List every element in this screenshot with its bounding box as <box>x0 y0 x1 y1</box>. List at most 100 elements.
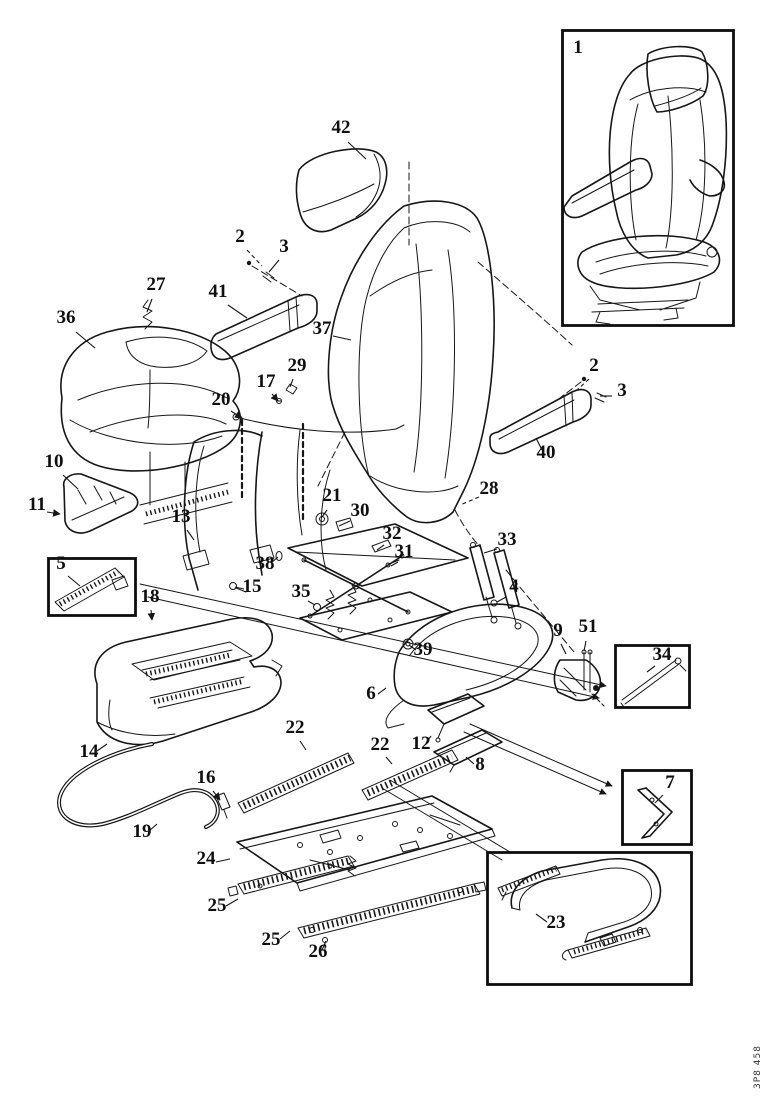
callout-leader-31 <box>390 561 399 567</box>
callout-leader-3 <box>268 259 280 273</box>
callout-number-38: 38 <box>256 553 275 574</box>
callout-leader-2 <box>246 249 263 267</box>
callout-leader-15 <box>234 586 245 590</box>
callout-number-16: 16 <box>197 767 216 788</box>
seat-cushion <box>60 299 242 472</box>
callout-leader-28 <box>459 496 480 506</box>
screw-icon <box>581 376 587 382</box>
callout-number-12: 12 <box>412 733 431 754</box>
construction-line <box>317 261 573 549</box>
bracket <box>335 517 354 532</box>
callout-leader-24 <box>215 858 231 863</box>
callout-leader-40 <box>535 437 543 451</box>
armrest-left <box>210 260 318 361</box>
callout-leader-23 <box>535 913 548 923</box>
callout-number-9: 9 <box>553 620 563 641</box>
callout-leader-19 <box>148 823 158 832</box>
callout-number-25: 25 <box>262 929 281 950</box>
adjuster-base-plate <box>236 795 496 892</box>
callout-number-1: 1 <box>573 37 583 58</box>
callout-leader-38 <box>270 556 279 564</box>
callout-leader-11 <box>46 509 61 517</box>
construction-line <box>240 418 305 522</box>
callout-number-18: 18 <box>141 586 160 607</box>
callout-number-4: 4 <box>509 576 519 597</box>
callout-number-29: 29 <box>288 355 307 376</box>
seat-pan <box>94 617 283 746</box>
callout-leader-8 <box>465 756 475 765</box>
callout-number-41: 41 <box>209 281 228 302</box>
rail-bracket <box>111 575 129 591</box>
bolt-icon <box>594 392 607 403</box>
spacer <box>275 551 283 561</box>
backrest-cushion <box>317 200 573 549</box>
callout-leader-22 <box>385 756 393 765</box>
callout-number-26: 26 <box>309 941 328 962</box>
callout-number-37: 37 <box>313 318 333 339</box>
callout-leader-33 <box>483 548 498 554</box>
cable-end <box>215 792 231 819</box>
inset-rail-detail <box>47 557 137 617</box>
callout-number-19: 19 <box>133 821 152 842</box>
shock-absorbers <box>469 542 575 653</box>
callout-number-3: 3 <box>279 236 289 257</box>
bolt-icon <box>490 599 498 607</box>
inset-support-frame <box>486 851 693 986</box>
callout-number-8: 8 <box>475 754 485 775</box>
bolt-icon <box>229 582 237 590</box>
inset-bracket-detail <box>621 769 693 846</box>
hinge-plates <box>182 544 275 571</box>
bolt-icon <box>262 271 275 283</box>
callout-number-27: 27 <box>147 274 167 295</box>
callout-number-51: 51 <box>579 616 598 637</box>
torsion-rods <box>139 583 607 701</box>
callout-number-42: 42 <box>332 117 351 138</box>
part-code: 3P8 458 <box>753 1045 763 1089</box>
callout-leader-21 <box>321 509 328 518</box>
callout-leader-6 <box>377 687 387 695</box>
callout-leader-16 <box>212 790 221 801</box>
inset-adjuster-rod <box>614 644 691 709</box>
callout-leader-27 <box>146 298 153 313</box>
callout-leader-42 <box>347 141 367 160</box>
callout-number-31: 31 <box>395 541 414 562</box>
callout-leader-36 <box>75 331 96 349</box>
inset-complete-seat <box>561 29 735 327</box>
callout-leader-32 <box>376 544 385 551</box>
coil-springs <box>325 584 357 620</box>
side-valance <box>62 473 139 534</box>
callout-number-13: 13 <box>172 506 191 527</box>
callout-leader-41 <box>227 304 248 319</box>
callout-number-33: 33 <box>498 529 517 550</box>
wire-spring <box>142 299 153 330</box>
callout-number-36: 36 <box>57 307 76 328</box>
lever <box>371 539 392 553</box>
callout-number-5: 5 <box>56 553 66 574</box>
callout-leader-20 <box>230 410 243 419</box>
callout-number-11: 11 <box>28 494 46 515</box>
suspension-mechanism <box>229 429 469 650</box>
callout-leader-10 <box>62 474 79 490</box>
callout-number-3: 3 <box>617 380 627 401</box>
callout-number-7: 7 <box>665 772 675 793</box>
screw-icon <box>246 260 252 266</box>
callout-leader-26 <box>321 940 327 951</box>
pins <box>583 651 591 693</box>
headrest <box>295 148 410 246</box>
support-bracket <box>427 693 485 743</box>
callout-leader-5 <box>67 575 81 587</box>
callout-number-22: 22 <box>286 717 305 738</box>
lower-brace <box>145 489 229 517</box>
callout-leader-4 <box>496 596 507 603</box>
bolt-icon <box>313 603 321 611</box>
inset-headrest <box>646 45 709 113</box>
callout-number-2: 2 <box>235 226 245 247</box>
inset-cushion <box>577 234 721 290</box>
callout-leader-12 <box>425 735 432 744</box>
callout-leader-2 <box>576 378 590 391</box>
callout-leader-35 <box>307 600 316 606</box>
upper-slide-rails <box>237 749 459 814</box>
